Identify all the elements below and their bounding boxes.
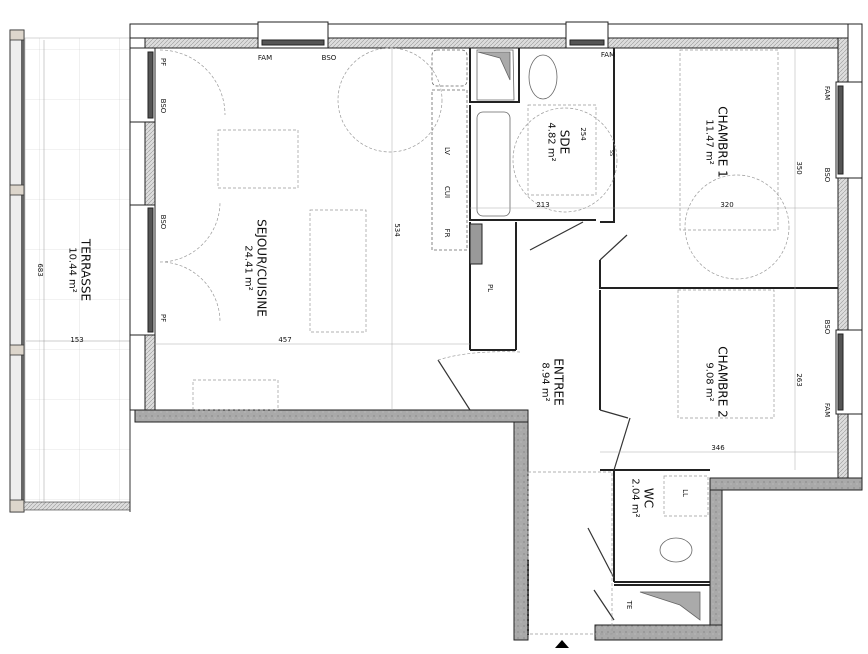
fixtures [431,49,701,621]
annotation-bso: BSO [823,167,831,183]
room-area: 9.08 m² [703,362,715,402]
dimension-label: 254 [579,127,587,141]
annotation-bso: BSO [321,54,337,62]
furniture [159,47,790,635]
terrace [9,29,131,513]
dimension-label: 683 [36,263,44,277]
room-area: 4.82 m² [545,122,557,162]
annotation-pf: PF [159,57,167,67]
annotation-bso: BSO [159,98,167,114]
annotation-te: TE [625,600,633,610]
doors [437,221,631,635]
entrance-arrow-icon [555,640,569,648]
dimension-label: 346 [711,444,725,452]
annotation-pf: PF [159,313,167,323]
annotation-lv: LV [443,147,451,155]
room-name: SDE [557,129,572,155]
dimension-lines [155,48,838,470]
room-name: ENTREE [551,358,566,406]
room-name: CHAMBRE 1 [715,106,730,178]
dimension-label: 350 [795,161,803,175]
room-name: SEJOUR/CUISINE [254,219,269,317]
annotation-fam: FAM [823,402,831,418]
annotation-pl: PL [486,283,494,293]
room-area: 11.47 m² [703,119,715,165]
room-area: 8.94 m² [539,362,551,402]
annotation-fr: FR [443,228,451,238]
walls [129,21,863,641]
dimension-label: 153 [70,336,84,344]
dimension-label: 213 [536,201,550,209]
annotation-fam: FAM [257,54,273,62]
annotation-cui: CUI [443,185,451,199]
room-name: WC [641,487,656,509]
room-area: 24.41 m² [242,245,254,291]
room-name: TERRASSE [78,238,93,302]
room-area: 10.44 m² [66,247,78,293]
annotation-fam: FAM [823,85,831,101]
room-name: CHAMBRE 2 [715,346,730,418]
annotation-ll: LL [681,489,689,497]
room-area: 2.04 m² [629,478,641,518]
dimension-label: 534 [393,223,401,237]
dimension-label: 320 [720,201,734,209]
dimension-label: 263 [795,373,803,387]
annotation-fam: FAM [600,51,616,59]
annotation-bso: BSO [823,319,831,335]
dimension-label: 457 [278,336,292,344]
annotation-ss: SS [608,149,614,157]
annotation-bso: BSO [159,214,167,230]
